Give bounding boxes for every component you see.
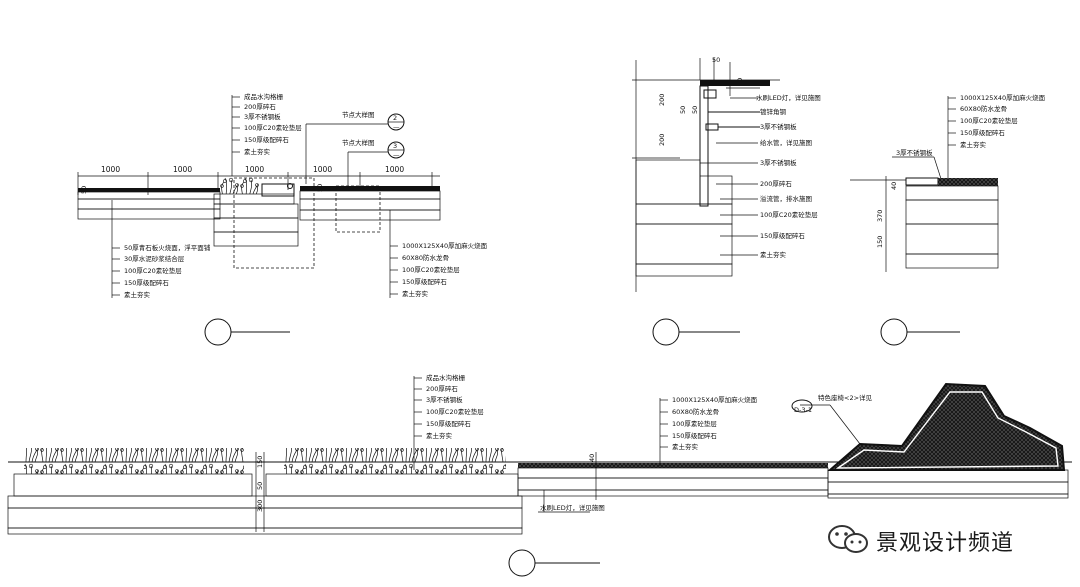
- material-label: 150厚级配碎石: [672, 431, 717, 440]
- material-label: 3厚不锈钢板: [896, 148, 933, 157]
- section-bottom: 150 50 300 40 水刷LED灯，详见施图 特色座椅<2>详见 D-3-…: [7, 373, 1072, 577]
- section-title-circle: [204, 318, 232, 346]
- material-label: 100厚C20素砼垫层: [124, 266, 182, 275]
- dim-text: 1000: [173, 165, 192, 174]
- material-label: 素土夯实: [760, 250, 787, 259]
- material-label: 溢流管，排水施图: [760, 194, 812, 203]
- leaders-middle: [700, 97, 758, 256]
- paving-left: [78, 188, 220, 192]
- material-label: 200厚碎石: [244, 102, 276, 111]
- material-label: 成品水沟格栅: [244, 92, 284, 101]
- watermark: 景观设计频道: [826, 521, 1066, 561]
- feature-label: 特色座椅<2>详见: [818, 393, 873, 402]
- material-label: 100厚C20素砼垫层: [402, 265, 460, 274]
- feature-ref: D-3-1: [794, 406, 812, 414]
- dim-vertical: 150: [876, 236, 884, 248]
- water-surface: [700, 80, 770, 86]
- dim-vertical: 300: [256, 500, 264, 512]
- drain-channel: [261, 183, 295, 197]
- material-label: 200厚碎石: [426, 384, 458, 393]
- wechat-icon: [828, 525, 868, 553]
- material-label: 1000X125X40厚加麻火烧面: [672, 395, 758, 404]
- material-label: 150厚级配碎石: [402, 277, 447, 286]
- node-ref-2: 节点大样图 2 —: [305, 110, 405, 184]
- material-label: 60X80防水龙骨: [672, 407, 719, 416]
- planting-bed: [284, 448, 506, 474]
- section-right: 1000X125X40厚加麻火烧面 60X80防水龙骨 100厚C20素砼垫层 …: [850, 93, 1046, 346]
- dim-vertical: 150: [256, 456, 264, 468]
- material-label: 水刷LED灯，详见施图: [756, 93, 821, 102]
- node-ref-sub: —: [393, 123, 400, 131]
- section-middle: 50 50 200 50 50 200 水刷LED灯，详见: [632, 56, 821, 346]
- material-label: 200厚碎石: [760, 179, 792, 188]
- material-label: 素土夯实: [960, 140, 987, 149]
- material-label: 1000X125X40厚加麻火烧面: [402, 241, 488, 250]
- material-label: 素土夯实: [244, 147, 271, 156]
- feature-seat: [827, 382, 1066, 471]
- dim-ticks-left: [77, 172, 433, 195]
- dim-text: 1000: [101, 165, 120, 174]
- paving-strip: [938, 178, 998, 186]
- material-label: 100厚C20素砼垫层: [760, 210, 818, 219]
- material-label: 50厚青石板火烧面，浮平面铺: [124, 243, 211, 252]
- material-label: 30厚水泥砂浆结合层: [124, 254, 185, 263]
- section-title-circle: [508, 549, 536, 577]
- material-label: 3厚不锈钢板: [760, 122, 797, 131]
- material-label: 素土夯实: [672, 442, 699, 451]
- dim-vertical: 370: [876, 210, 884, 222]
- detail-ref-circle: [791, 399, 813, 413]
- material-label: 3厚不锈钢板: [244, 112, 281, 121]
- material-label: 素土夯实: [402, 289, 429, 298]
- material-label: 水刷LED灯，详见施图: [540, 503, 605, 512]
- material-label: 3厚不锈钢板: [426, 395, 463, 404]
- node-ref-sub: —: [393, 151, 400, 159]
- node-ref-num: 3: [393, 142, 397, 150]
- dim-vertical: 40: [890, 182, 898, 190]
- material-label: 150厚级配碎石: [244, 135, 289, 144]
- section-title-circle: [880, 318, 908, 346]
- material-label: 60X80防水龙骨: [402, 253, 449, 262]
- material-label: 60X80防水龙骨: [960, 104, 1007, 113]
- watermark-text: 景观设计频道: [876, 531, 1015, 556]
- material-label: 100厚素砼垫层: [672, 419, 717, 428]
- dim-vertical: 50: [256, 482, 264, 490]
- dim-vertical: 200: [658, 134, 666, 146]
- dim-vertical: 50: [691, 106, 699, 114]
- section-title-circle: [652, 318, 680, 346]
- material-label: 100厚C20素砼垫层: [244, 123, 302, 132]
- dim-vertical: 50: [679, 106, 687, 114]
- material-label: 150厚级配碎石: [124, 278, 169, 287]
- dim-text: 1000: [385, 165, 404, 174]
- material-label: 150厚级配碎石: [760, 231, 805, 240]
- material-label: 150厚级配碎石: [960, 128, 1005, 137]
- dim-text: 1000: [313, 165, 332, 174]
- dim-vertical: 40: [588, 454, 596, 462]
- dim-vertical: 200: [658, 94, 666, 106]
- node-ref-3: 节点大样图 3 —: [342, 138, 405, 186]
- leader-ticks: [232, 96, 240, 153]
- material-label: 成品水沟格栅: [426, 373, 466, 382]
- detail-box-3: [335, 185, 381, 233]
- planting-bed: [220, 176, 260, 194]
- material-label: 150厚级配碎石: [426, 419, 471, 428]
- planting-bed: [24, 448, 244, 474]
- detail-box-2: [233, 177, 315, 269]
- paving-strip: [518, 463, 828, 468]
- paving-right: [300, 186, 440, 191]
- material-label: 素土夯实: [124, 290, 151, 299]
- section-left: 1000 1000 1000 1000 1000 50 50: [77, 92, 488, 346]
- dim-text: 1000: [245, 165, 264, 174]
- material-label: 1000X125X40厚加麻火烧面: [960, 93, 1046, 102]
- material-label: 镀锌角钢: [760, 107, 787, 116]
- node-ref-num: 2: [393, 114, 397, 122]
- node-ref-label: 节点大样图: [342, 138, 375, 147]
- material-label: 100厚C20素砼垫层: [426, 407, 484, 416]
- dim-vertical: 50: [712, 56, 720, 64]
- node-ref-label: 节点大样图: [342, 110, 375, 119]
- material-label: 100厚C20素砼垫层: [960, 116, 1018, 125]
- material-label: 素土夯实: [426, 431, 453, 440]
- material-label: 给水管，详见施图: [760, 138, 812, 147]
- material-label: 3厚不锈钢板: [760, 158, 797, 167]
